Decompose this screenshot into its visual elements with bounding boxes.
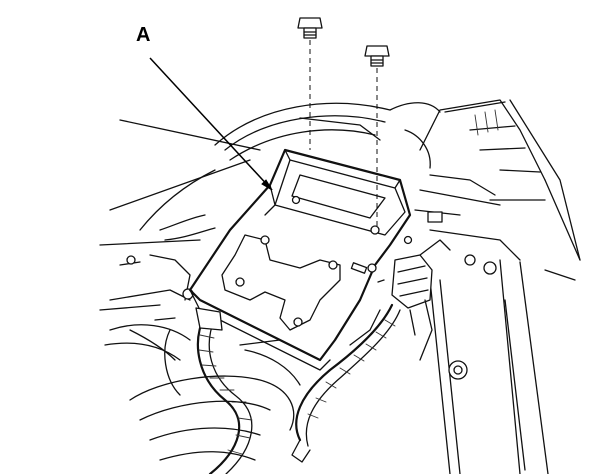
left-console-panel [99,119,261,311]
callout-leader [149,57,273,191]
callout-label-a: A [136,24,151,46]
lower-left-cover [104,324,301,461]
bolt-left [297,17,323,150]
right-console-unit [414,99,581,261]
bracket-a [188,148,413,371]
wire-harness-right [291,303,401,463]
bolt-right [364,45,390,228]
upper-trim-lines [214,102,441,169]
right-rail [429,254,576,474]
connector [349,239,451,361]
